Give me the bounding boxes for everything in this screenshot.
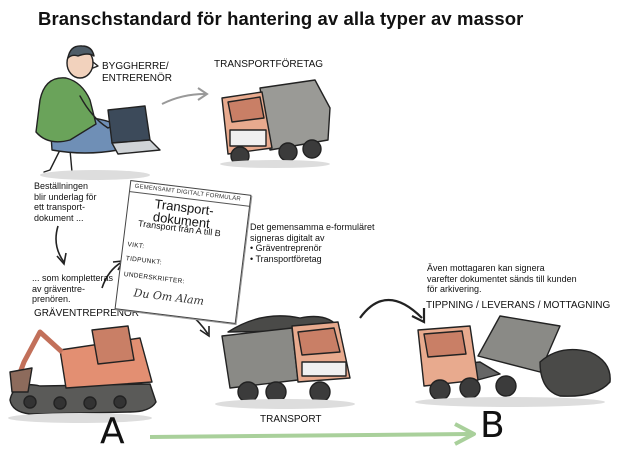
- arrow-to-transportforetag: [161, 93, 206, 105]
- note-kompletteras-line: av gräventre-: [32, 283, 86, 294]
- transportforetag-truck-illustration: [220, 79, 331, 168]
- page-title: Branschstandard för hantering av alla ty…: [38, 8, 524, 29]
- note-bestallningen-line: dokument ...: [34, 212, 84, 223]
- byggherre-person-illustration: [35, 45, 161, 180]
- label-byggherre-line1: BYGGHERRE/: [102, 61, 169, 72]
- arrow-bestallning-down: [55, 225, 65, 263]
- note-mottagaren-line: Även mottagaren kan signera: [427, 263, 545, 273]
- note-eformular: Det gemensamma e-formuläret signeras dig…: [250, 222, 375, 264]
- document-signature: Du Om Alam: [132, 286, 205, 308]
- label-transport: TRANSPORT: [260, 414, 322, 425]
- excavator-illustration: [8, 325, 157, 423]
- note-eformular-line: Det gemensamma e-formuläret: [250, 222, 375, 232]
- note-kompletteras-line: ... som kompletteras: [32, 273, 114, 283]
- endpoint-b: B: [480, 405, 505, 446]
- note-bestallningen-line: Beställningen: [34, 181, 89, 191]
- note-mottagaren-line: för arkivering.: [427, 284, 482, 294]
- label-byggherre: BYGGHERRE/ ENTRERENÖR: [102, 61, 172, 84]
- label-transportforetag: TRANSPORTFÖRETAG: [214, 59, 324, 70]
- tippning-truck-illustration: [415, 315, 611, 407]
- arrow-to-tippning: [359, 298, 423, 319]
- document-field-vikt: VIKT:: [127, 241, 145, 251]
- transport-document: GEMENSAMT DIGITALT FORMULÄR Transport- d…: [114, 180, 252, 324]
- note-eformular-line: • Transportföretag: [250, 253, 322, 264]
- label-tippning: TIPPNING / LEVERANS / MOTTAGNING: [426, 300, 611, 311]
- note-mottagaren-line: varefter dokumentet sänds till kunden: [427, 273, 577, 284]
- label-graventreprenor: GRÄVENTREPRENÖR: [34, 308, 140, 319]
- note-mottagaren: Även mottagaren kan signera varefter dok…: [427, 263, 577, 295]
- document-field-tidpunkt: TIDPUNKT:: [125, 255, 163, 267]
- label-byggherre-line2: ENTRERENÖR: [102, 72, 173, 84]
- note-kompletteras-line: prenören.: [32, 294, 71, 304]
- note-bestallningen-line: blir underlag för: [34, 191, 97, 202]
- document-field-underskrifter: UNDERSKRIFTER:: [123, 270, 186, 286]
- note-bestallningen: Beställningen blir underlag för ett tran…: [34, 181, 97, 223]
- endpoint-a: A: [100, 411, 125, 452]
- note-eformular-line: signeras digitalt av: [250, 232, 325, 243]
- note-eformular-line: • Gräventreprenör: [250, 243, 322, 253]
- note-bestallningen-line: ett transport-: [34, 202, 86, 212]
- note-kompletteras: ... som kompletteras av gräventre- prenö…: [32, 273, 113, 305]
- transport-truck-illustration: [215, 315, 355, 409]
- flow-arrow-a-to-b: [149, 432, 471, 439]
